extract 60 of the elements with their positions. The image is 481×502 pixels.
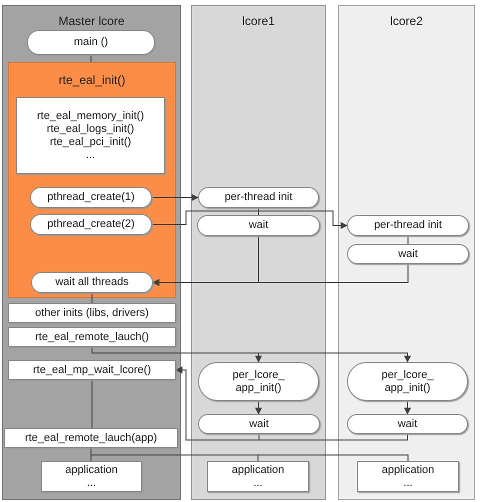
process-box — [4, 428, 178, 448]
process-pill — [198, 414, 320, 434]
connector-arrow — [255, 400, 262, 415]
node-label: rte_eal_remote_lauch() — [34, 330, 150, 344]
process-box — [8, 327, 176, 347]
connector-arrow — [152, 264, 408, 286]
node-label: pthread_create(2) — [46, 218, 136, 231]
node-label: ... — [84, 148, 96, 162]
node-label: ... — [86, 476, 98, 490]
swimlane — [338, 5, 475, 500]
node-label: rte_eal_pci_init() — [48, 136, 132, 148]
node-label: wait — [248, 418, 270, 430]
connector-arrow — [152, 210, 348, 229]
node-label: main () — [72, 36, 110, 49]
connector-arrow — [404, 400, 411, 415]
node-label: other inits (libs, drivers) — [34, 306, 150, 320]
process-box — [41, 461, 142, 492]
node-label: application — [64, 464, 119, 476]
connector-arrow — [175, 366, 408, 440]
process-box — [207, 461, 309, 492]
node-label: pthread_create(1) — [46, 191, 136, 204]
node-label: per_lcore_ app_init() — [232, 368, 286, 394]
node-label: rte_eal_remote_lauch(app) — [24, 432, 158, 444]
process-pill — [198, 187, 319, 208]
process-pill — [347, 244, 469, 264]
node-label: per-thread init — [224, 191, 294, 204]
node-label: ... — [402, 476, 414, 490]
node-label: per_lcore_ app_init() — [380, 368, 435, 394]
process-pill — [27, 30, 155, 55]
process-pill — [30, 214, 152, 235]
node-label: application — [230, 464, 286, 476]
process-pill — [197, 215, 320, 236]
process-pill — [347, 414, 468, 434]
lane-title: lcore1 — [241, 15, 276, 28]
node-label: rte_eal_mp_wait_lcore() — [32, 364, 152, 376]
process-pill — [347, 215, 469, 236]
lane-title: lcore2 — [389, 15, 424, 28]
process-box — [8, 360, 176, 380]
process-pill — [30, 187, 152, 208]
process-pill — [198, 362, 319, 401]
process-box — [8, 303, 176, 323]
node-label: wait — [396, 418, 418, 430]
process-pill — [31, 272, 153, 293]
process-box — [357, 461, 459, 492]
process-box — [16, 97, 165, 174]
node-label: rte_eal_logs_init() — [46, 122, 136, 136]
node-label: wait — [248, 219, 270, 232]
function-panel — [8, 62, 176, 298]
process-pill — [347, 362, 468, 401]
node-label: ... — [252, 476, 264, 490]
swimlane — [2, 5, 181, 500]
swimlane — [191, 5, 326, 500]
panel-title: rte_eal_init() — [58, 74, 126, 87]
node-label: rte_eal_memory_init() — [36, 110, 145, 122]
node-label: application — [380, 464, 436, 476]
node-label: wait — [397, 248, 419, 260]
node-label: wait all threads — [54, 276, 130, 289]
node-label: per-thread init — [373, 219, 443, 232]
lane-title: Master lcore — [57, 15, 126, 28]
connector-arrow — [152, 194, 199, 201]
